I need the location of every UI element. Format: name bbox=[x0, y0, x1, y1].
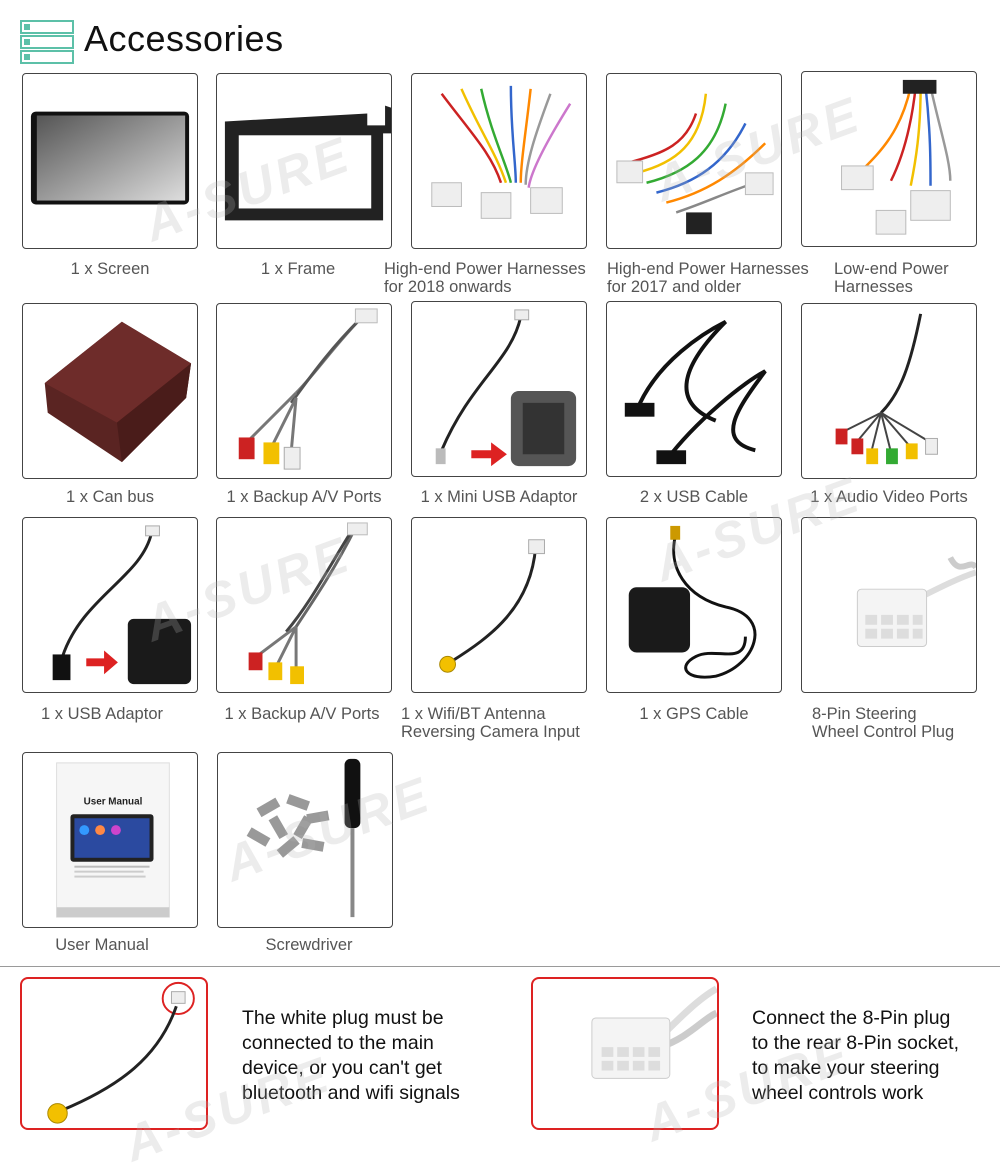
backup-av-ports-image-2 bbox=[216, 517, 392, 693]
item-label: 1 x Can bus bbox=[65, 488, 155, 506]
manual-title: User Manual bbox=[84, 796, 143, 807]
audio-video-ports-image bbox=[801, 303, 977, 479]
item-label: 2 x USB Cable bbox=[639, 488, 749, 506]
item-label: 1 x Backup A/V Ports bbox=[224, 705, 380, 723]
item-label: 1 x Audio Video Ports bbox=[810, 488, 968, 506]
item-label: 1 x Backup A/V Ports bbox=[226, 488, 382, 506]
mini-usb-adaptor-image bbox=[411, 301, 587, 477]
item-label: 1 x Frame bbox=[260, 260, 336, 278]
screwdriver-image bbox=[217, 752, 393, 928]
power-harness-2018-image bbox=[411, 73, 587, 249]
page-title: Accessories bbox=[84, 18, 284, 59]
usb-cable-image bbox=[606, 301, 782, 477]
item-label: Screwdriver bbox=[265, 936, 353, 954]
item-label: User Manual bbox=[55, 936, 149, 954]
item-label: 1 x USB Adaptor bbox=[41, 705, 163, 723]
canbus-image bbox=[22, 303, 198, 479]
wifi-bt-antenna-image bbox=[411, 517, 587, 693]
steering-note-image bbox=[531, 977, 719, 1130]
screen-image bbox=[22, 73, 198, 249]
low-end-harness-image bbox=[801, 71, 977, 247]
power-harness-2017-image bbox=[606, 73, 782, 249]
item-label: 1 x GPS Cable bbox=[639, 705, 749, 723]
steering-plug-image bbox=[801, 517, 977, 693]
frame-image bbox=[216, 73, 392, 249]
backup-av-ports-image bbox=[216, 303, 392, 479]
item-label: 1 x Mini USB Adaptor bbox=[420, 488, 578, 506]
list-icon bbox=[20, 20, 74, 64]
item-label: 1 x Screen bbox=[70, 260, 150, 278]
user-manual-image: User Manual bbox=[22, 752, 198, 928]
usb-adaptor-image bbox=[22, 517, 198, 693]
antenna-note-image bbox=[20, 977, 208, 1130]
gps-cable-image bbox=[606, 517, 782, 693]
section-divider bbox=[0, 966, 1000, 967]
